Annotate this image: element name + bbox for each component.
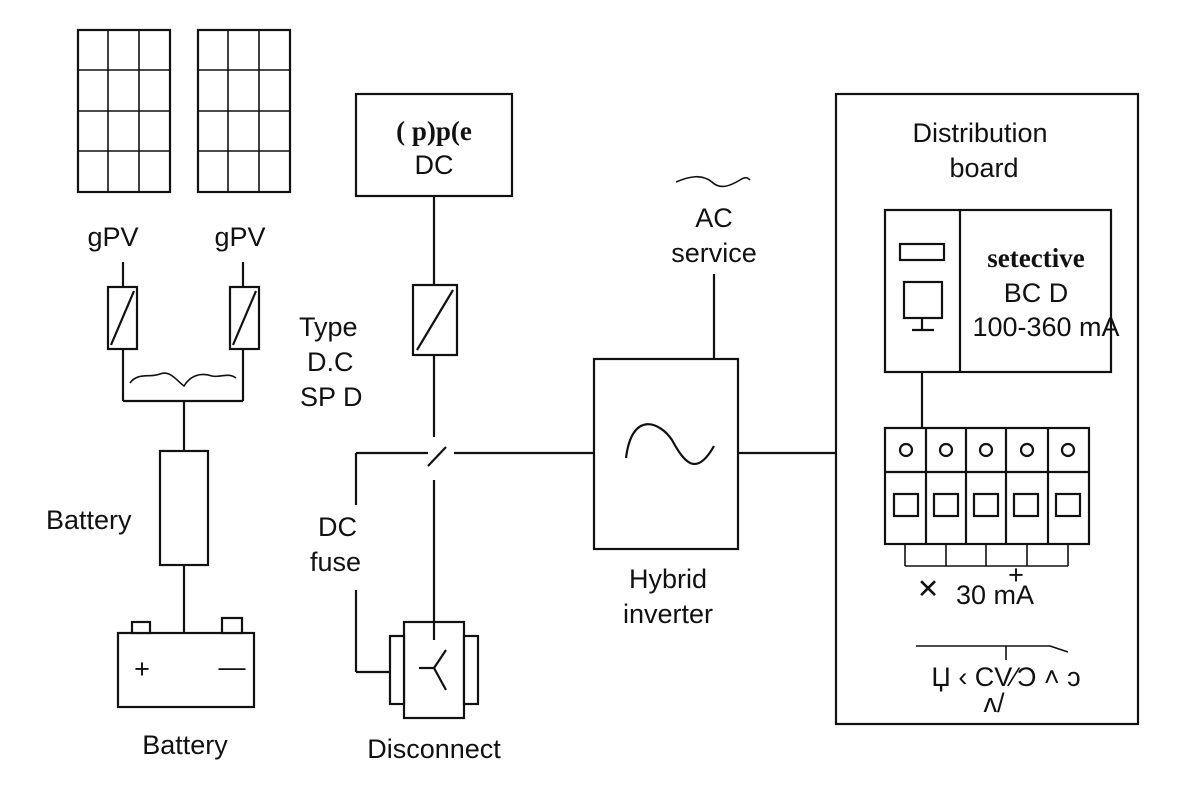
dc-fuse-line2: fuse bbox=[310, 547, 361, 577]
dc-box-line2: DC bbox=[415, 150, 454, 180]
db-footer-line1: Џ ‹ CV⁄Ͻ ˄ ↄ bbox=[931, 662, 1080, 692]
disconnect-switch bbox=[388, 620, 480, 720]
rcd-line2: BC D bbox=[1004, 278, 1069, 308]
inverter-line1: Hybrid bbox=[629, 564, 707, 594]
pv-fuse-left bbox=[106, 285, 139, 351]
battery-fuse-label: Battery bbox=[46, 505, 132, 535]
db-footer-line2: ʌ/ bbox=[983, 688, 1005, 718]
pv-fuse-right bbox=[228, 285, 261, 351]
ac-service-line2: service bbox=[671, 238, 757, 268]
ac-service-line1: AC bbox=[695, 203, 733, 233]
spd-line2: D.C bbox=[307, 347, 354, 377]
rcd-line1: setective bbox=[987, 243, 1084, 273]
breaker-mark-left: ✕ bbox=[917, 574, 940, 604]
battery-symbol bbox=[116, 616, 256, 709]
dc-box bbox=[354, 92, 514, 198]
rcd-module bbox=[883, 208, 1113, 374]
battery-fuse-box bbox=[158, 449, 210, 567]
dc-spd-fuse bbox=[411, 283, 459, 357]
spd-line1: Type bbox=[299, 312, 358, 342]
dc-fuse-line1: DC bbox=[318, 512, 357, 542]
dc-switch-contact bbox=[427, 446, 447, 467]
ac-wave-icon bbox=[675, 175, 751, 188]
inverter-line2: inverter bbox=[623, 599, 713, 629]
breaker-mark-right: + bbox=[1008, 560, 1024, 590]
disconnect-label: Disconnect bbox=[367, 734, 501, 764]
breaker-label: 30 mA bbox=[956, 580, 1034, 610]
db-title-line2: board bbox=[949, 153, 1018, 183]
pv-panel-right bbox=[196, 28, 292, 194]
spd-line3: SP D bbox=[300, 382, 363, 412]
combiner-squiggle bbox=[129, 372, 237, 388]
battery-minus-icon: — bbox=[219, 652, 246, 682]
breaker-row bbox=[883, 426, 1091, 567]
pv-left-label: gPV bbox=[87, 222, 138, 252]
dc-box-line1: ( p)p(e bbox=[396, 116, 472, 146]
rcd-line3: 100-360 mA bbox=[972, 312, 1119, 342]
pv-right-label: gPV bbox=[214, 222, 265, 252]
battery-plus-icon: + bbox=[134, 654, 150, 684]
distribution-board bbox=[834, 92, 1140, 726]
hybrid-inverter bbox=[592, 357, 740, 551]
db-title-line1: Distribution bbox=[912, 118, 1047, 148]
pv-panel-left bbox=[76, 28, 172, 194]
battery-label: Battery bbox=[142, 730, 228, 760]
